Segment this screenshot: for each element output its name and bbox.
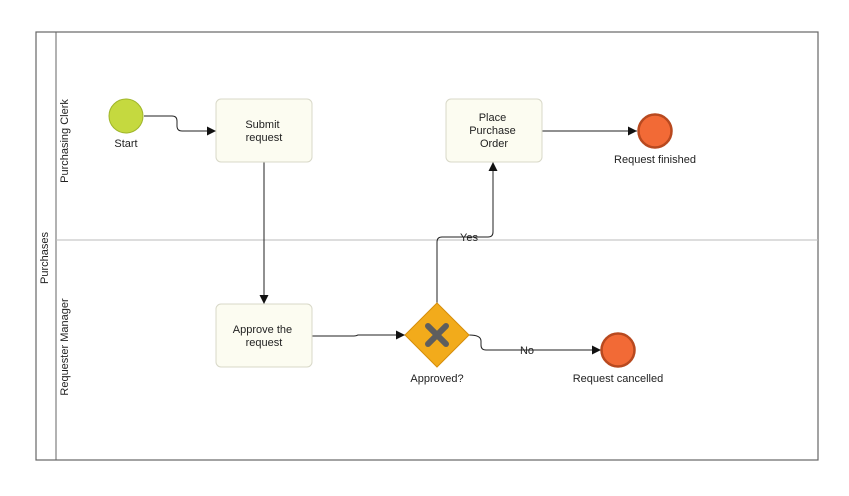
gateway-approved[interactable]: Approved? [404,302,470,385]
task-place-purchase-order-text: Place Purchase Order [469,112,519,150]
pool-border [35,31,819,461]
task-approve-request-text: Approve the request [233,324,295,349]
task-place-purchase-order-box [445,98,543,163]
end-event-finished-label: Request finished [614,154,696,166]
pool-label: Purchases [39,232,51,284]
lane-label-requester-manager: Requester Manager [59,298,71,396]
gateway-label: Approved? [410,373,463,385]
task-place-purchase-order[interactable]: Place Purchase Order [445,98,543,163]
start-event-circle [108,98,144,134]
task-place-purchase-order-line: Purchase [469,125,515,137]
task-approve-request-line: request [246,337,283,349]
task-submit-request-box [215,98,313,163]
task-submit-request-line: request [246,132,283,144]
task-approve-request-line: Approve the [233,324,292,336]
task-place-purchase-order-line: Place [479,112,507,124]
task-submit-request[interactable]: Submit request [215,98,313,163]
flow-label-no: No [520,345,534,357]
task-submit-request-line: Submit [245,119,279,131]
end-event-cancelled-circle [600,332,636,368]
start-event-label: Start [114,138,137,150]
flow-start-to-submit [144,115,216,136]
task-approve-request[interactable]: Approve the request [215,303,313,368]
end-event-request-cancelled[interactable]: Request cancelled [573,332,664,386]
end-event-finished-circle [637,113,673,149]
task-place-purchase-order-line: Order [480,138,508,150]
task-submit-request-text: Submit request [245,119,282,144]
flow-gateway-yes-to-place [436,162,498,303]
task-approve-request-box [215,303,313,368]
flow-approve-to-gateway [312,330,405,340]
lane-label-purchasing-clerk: Purchasing Clerk [59,99,71,183]
end-event-request-finished[interactable]: Request finished [614,113,696,167]
start-event[interactable]: Start [108,98,144,150]
x-mark-icon [425,323,449,347]
flow-gateway-no-to-cancelled [468,334,601,355]
flow-label-yes: Yes [460,232,478,244]
end-event-cancelled-label: Request cancelled [573,373,664,385]
